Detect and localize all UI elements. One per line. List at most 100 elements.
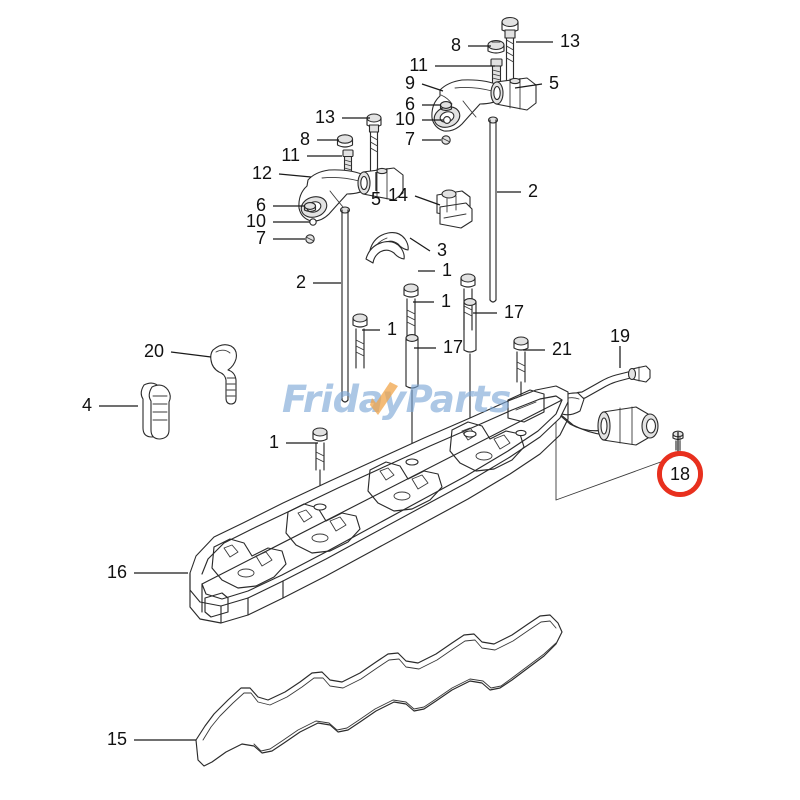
callout-number-1: 1 <box>442 260 452 280</box>
callout-13: 13 <box>315 107 370 127</box>
callout-number-2: 2 <box>528 181 538 201</box>
callout-6: 6 <box>256 195 305 215</box>
bolt-group-1-and-spacers-17 <box>312 273 529 506</box>
callout-number-2: 2 <box>296 272 306 292</box>
callout-21: 21 <box>523 339 572 359</box>
callout-number-5: 5 <box>549 73 559 93</box>
callout-1: 1 <box>269 432 318 452</box>
callout-number-10: 10 <box>246 211 266 231</box>
valve-bridge-saddle-3 <box>365 232 409 264</box>
callout-12: 12 <box>252 163 312 183</box>
adjusting-screw-11-mid <box>342 149 354 175</box>
callout-number-7: 7 <box>405 129 415 149</box>
callout-16: 16 <box>107 562 188 582</box>
valve-cover-16 <box>189 385 569 624</box>
bolt-13-top <box>501 16 519 101</box>
hardware-group-right <box>439 101 453 145</box>
callout-10: 10 <box>395 109 443 129</box>
callout-19: 19 <box>610 326 630 368</box>
callout-7: 7 <box>256 228 305 248</box>
callout-6: 6 <box>405 94 441 114</box>
callout-15: 15 <box>107 729 196 749</box>
leader-line <box>421 83 444 92</box>
leader-18-bracket <box>555 409 681 501</box>
callout-7: 7 <box>405 129 441 149</box>
callout-14: 14 <box>388 185 441 206</box>
callout-20: 20 <box>144 341 212 361</box>
leader-line <box>409 237 431 252</box>
leader-line <box>170 351 212 358</box>
leader-line <box>278 173 312 178</box>
cover-chamber-3 <box>367 461 443 512</box>
callout-number-8: 8 <box>300 129 310 149</box>
rocker-shaft-support-5-mid <box>357 167 404 201</box>
callout-3: 3 <box>409 237 447 260</box>
highlight-number-18: 18 <box>662 456 698 492</box>
callout-number-6: 6 <box>405 94 415 114</box>
callout-number-16: 16 <box>107 562 127 582</box>
callout-5: 5 <box>514 73 559 93</box>
callout-number-19: 19 <box>610 326 630 346</box>
callout-1: 1 <box>418 260 452 280</box>
callout-9: 9 <box>405 73 444 93</box>
callout-number-11: 11 <box>409 55 428 75</box>
callout-4: 4 <box>82 395 138 415</box>
callout-2: 2 <box>296 272 341 292</box>
clip-20 <box>210 344 237 405</box>
callout-11: 11 <box>409 55 495 75</box>
callout-number-21: 21 <box>552 339 572 359</box>
rocker-arm-assembly-left <box>298 113 404 403</box>
callout-10: 10 <box>246 211 310 231</box>
callout-number-1: 1 <box>441 291 451 311</box>
callout-number-6: 6 <box>256 195 266 215</box>
valve-bridge-14 <box>436 189 473 229</box>
callout-1: 1 <box>362 319 397 339</box>
callout-number-14: 14 <box>388 185 408 205</box>
hardware-group-left <box>303 202 317 244</box>
callout-17: 17 <box>473 302 524 322</box>
nut-8-mid <box>336 134 354 148</box>
spacer-tube-17-b <box>405 334 419 456</box>
callout-2: 2 <box>497 181 538 201</box>
callout-8: 8 <box>300 129 339 149</box>
callout-number-1: 1 <box>387 319 397 339</box>
callout-number-7: 7 <box>256 228 266 248</box>
adjusting-screw-11-top <box>490 58 503 85</box>
rocker-shaft-support-5 <box>490 77 537 111</box>
breather-tube-19 <box>555 365 659 446</box>
leader-line <box>414 195 441 206</box>
callout-number-11: 11 <box>281 145 300 165</box>
pushrod-2-right <box>487 116 499 303</box>
callout-1: 1 <box>413 291 451 311</box>
cover-chamber-1 <box>211 538 287 589</box>
callout-number-5: 5 <box>371 189 381 209</box>
callout-number-15: 15 <box>107 729 127 749</box>
callout-number-12: 12 <box>252 163 272 183</box>
callout-number-17: 17 <box>504 302 524 322</box>
callout-13: 13 <box>516 31 580 51</box>
valve-cover-gasket-15 <box>195 614 563 767</box>
leader-line <box>514 83 543 89</box>
callout-number-13: 13 <box>560 31 580 51</box>
highlight-ring-18[interactable]: 18 <box>657 451 703 497</box>
callout-number-1: 1 <box>269 432 279 452</box>
callout-number-20: 20 <box>144 341 164 361</box>
callout-number-17: 17 <box>443 337 463 357</box>
rocker-arm-assembly-right <box>431 16 537 303</box>
callout-number-4: 4 <box>82 395 92 415</box>
pushrod-2-left <box>339 206 351 403</box>
clip-4 <box>140 382 171 440</box>
callout-number-10: 10 <box>395 109 415 129</box>
nut-8-top <box>487 39 505 54</box>
callout-number-13: 13 <box>315 107 335 127</box>
bolt-1-b <box>403 283 419 341</box>
callout-8: 8 <box>451 35 491 55</box>
callout-number-3: 3 <box>437 240 447 260</box>
callout-5: 5 <box>371 172 381 209</box>
callout-11: 11 <box>281 145 342 165</box>
callout-17: 17 <box>414 337 463 357</box>
spacer-tube-17-a <box>463 298 477 431</box>
